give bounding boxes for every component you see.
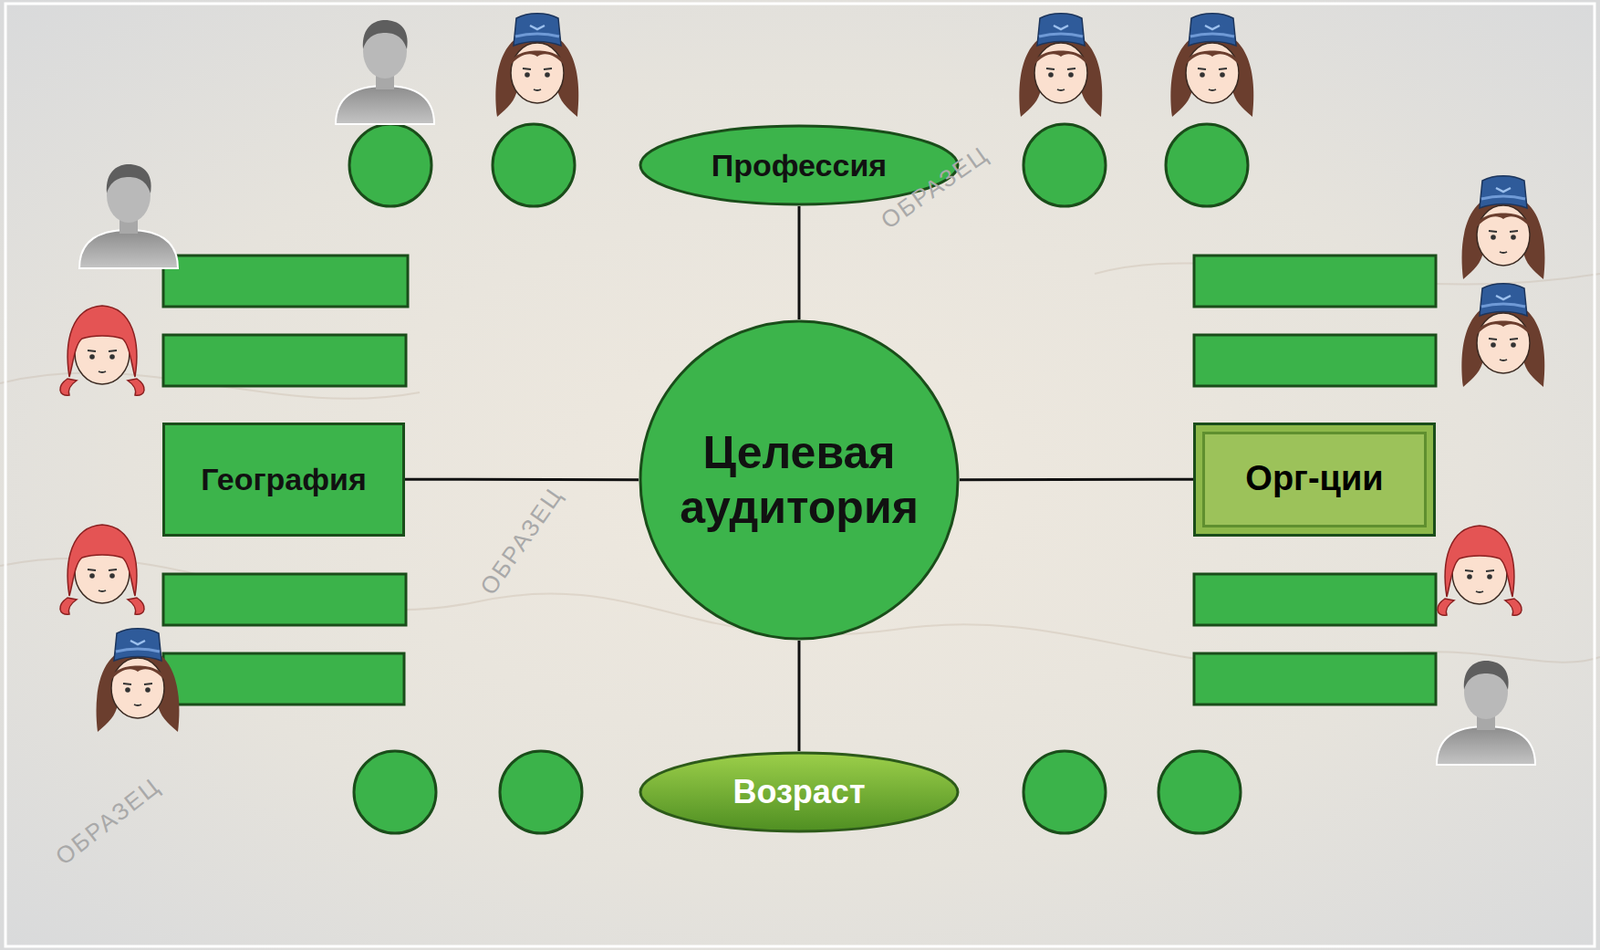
node-outline xyxy=(638,319,960,641)
node-label: Целевая аудитория xyxy=(662,425,936,535)
connector-line xyxy=(798,206,801,320)
central-circle: Целевая аудитория xyxy=(638,319,960,641)
connector-line xyxy=(959,477,1194,481)
category-box: Орг-ции xyxy=(1193,422,1436,537)
category-ellipse: Возраст xyxy=(638,750,960,833)
node-label: Профессия xyxy=(711,146,887,185)
node-label: Орг-ции xyxy=(1245,457,1383,500)
node-label: Возраст xyxy=(732,771,865,811)
connector-line xyxy=(798,640,801,751)
category-box: География xyxy=(162,422,406,537)
connector-line xyxy=(405,477,639,481)
node-label: География xyxy=(200,460,367,499)
